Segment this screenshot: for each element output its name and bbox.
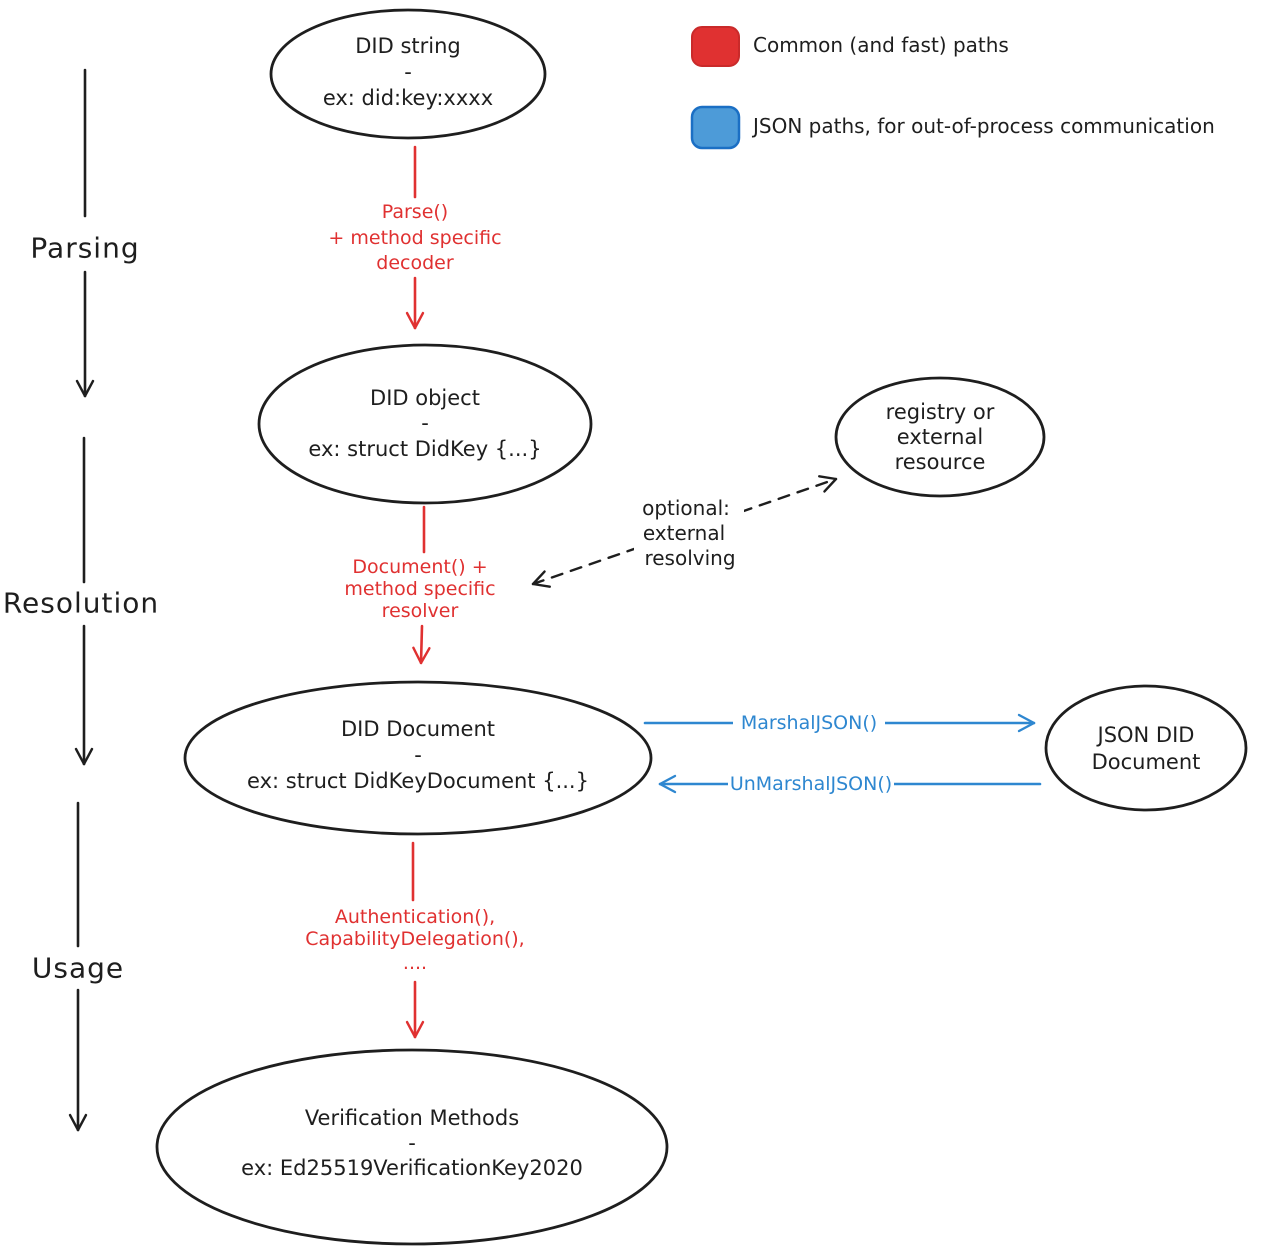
did-object-ellipse xyxy=(257,343,593,505)
did-string-line2: - xyxy=(404,60,412,84)
node-json-did-document: JSON DID Document xyxy=(1044,684,1248,812)
registry-line3: resource xyxy=(895,450,986,474)
edge-usage-methods: Authentication(), CapabilityDelegation()… xyxy=(305,841,525,1039)
did-string-line3: ex: did:key:xxxx xyxy=(323,86,493,110)
node-registry: registry or external resource xyxy=(834,376,1046,498)
did-object-line1: DID object xyxy=(370,386,480,410)
external-resolving-line3: resolving xyxy=(644,546,735,570)
did-string-line1: DID string xyxy=(355,34,461,58)
stage-resolution: Resolution xyxy=(3,436,159,766)
legend-blue-swatch xyxy=(690,105,741,150)
stage-resolution-label: Resolution xyxy=(3,587,159,620)
external-resolving-line1: optional: xyxy=(642,496,730,520)
edge-parse: Parse() + method specific decoder xyxy=(328,145,502,330)
legend: Common (and fast) paths JSON paths, for … xyxy=(690,26,1215,150)
edge-resolve: Document() + method specific resolver xyxy=(344,505,496,665)
edge-marshal: MarshalJSON() xyxy=(643,710,1036,736)
verification-methods-line1: Verification Methods xyxy=(305,1106,519,1130)
verification-methods-line3: ex: Ed25519VerificationKey2020 xyxy=(241,1156,583,1180)
did-document-line2: - xyxy=(414,743,422,767)
registry-ellipse xyxy=(834,376,1046,498)
external-resolving-label-bg xyxy=(634,493,744,569)
registry-line2: external xyxy=(897,425,983,449)
json-did-document-line1: JSON DID xyxy=(1096,723,1195,747)
did-object-line3: ex: struct DidKey {...} xyxy=(308,437,541,461)
stage-usage-label: Usage xyxy=(32,952,124,985)
did-document-line3: ex: struct DidKeyDocument {...} xyxy=(247,769,589,793)
did-string-ellipse xyxy=(269,8,547,140)
json-did-document-ellipse xyxy=(1044,684,1248,812)
did-object-line2: - xyxy=(421,411,429,435)
external-resolving-line2: external xyxy=(643,521,725,545)
unmarshal-label: UnMarshalJSON() xyxy=(730,773,892,795)
usage-methods-line2: CapabilityDelegation(), xyxy=(305,928,524,950)
legend-blue-label: JSON paths, for out-of-process communica… xyxy=(751,114,1215,138)
node-did-object: DID object - ex: struct DidKey {...} xyxy=(257,343,593,505)
marshal-label: MarshalJSON() xyxy=(741,712,877,734)
resolve-label-line3: resolver xyxy=(382,600,459,622)
parse-label-line3: decoder xyxy=(376,252,454,274)
parse-label-line1: Parse() xyxy=(382,201,448,223)
resolve-label-line2: method specific xyxy=(344,578,495,600)
usage-methods-line3: .... xyxy=(403,952,427,974)
resolve-arrow-bottom xyxy=(412,624,431,665)
resolve-label-line1: Document() + xyxy=(352,556,487,578)
verification-methods-line2: - xyxy=(408,1131,416,1155)
stage-usage: Usage xyxy=(32,801,124,1132)
did-document-ellipse xyxy=(183,680,653,836)
node-did-string: DID string - ex: did:key:xxxx xyxy=(269,8,547,140)
edge-unmarshal: UnMarshalJSON() xyxy=(658,771,1042,797)
legend-red-label: Common (and fast) paths xyxy=(753,33,1009,57)
usage-methods-line1: Authentication(), xyxy=(335,906,495,928)
node-verification-methods: Verification Methods - ex: Ed25519Verifi… xyxy=(155,1048,669,1246)
json-did-document-line2: Document xyxy=(1092,750,1201,774)
edge-external-resolving: optional: external resolving xyxy=(531,475,838,588)
verification-methods-ellipse xyxy=(155,1048,669,1246)
stage-parsing: Parsing xyxy=(30,68,139,398)
legend-red-swatch xyxy=(691,26,740,67)
stage-parsing-label: Parsing xyxy=(30,232,139,265)
marshal-label-bg xyxy=(733,710,885,736)
parse-label-line2: + method specific xyxy=(328,227,501,249)
node-did-document: DID Document - ex: struct DidKeyDocument… xyxy=(183,680,653,836)
did-document-line1: DID Document xyxy=(341,717,495,741)
unmarshal-label-bg xyxy=(728,771,894,797)
registry-line1: registry or xyxy=(886,400,995,424)
